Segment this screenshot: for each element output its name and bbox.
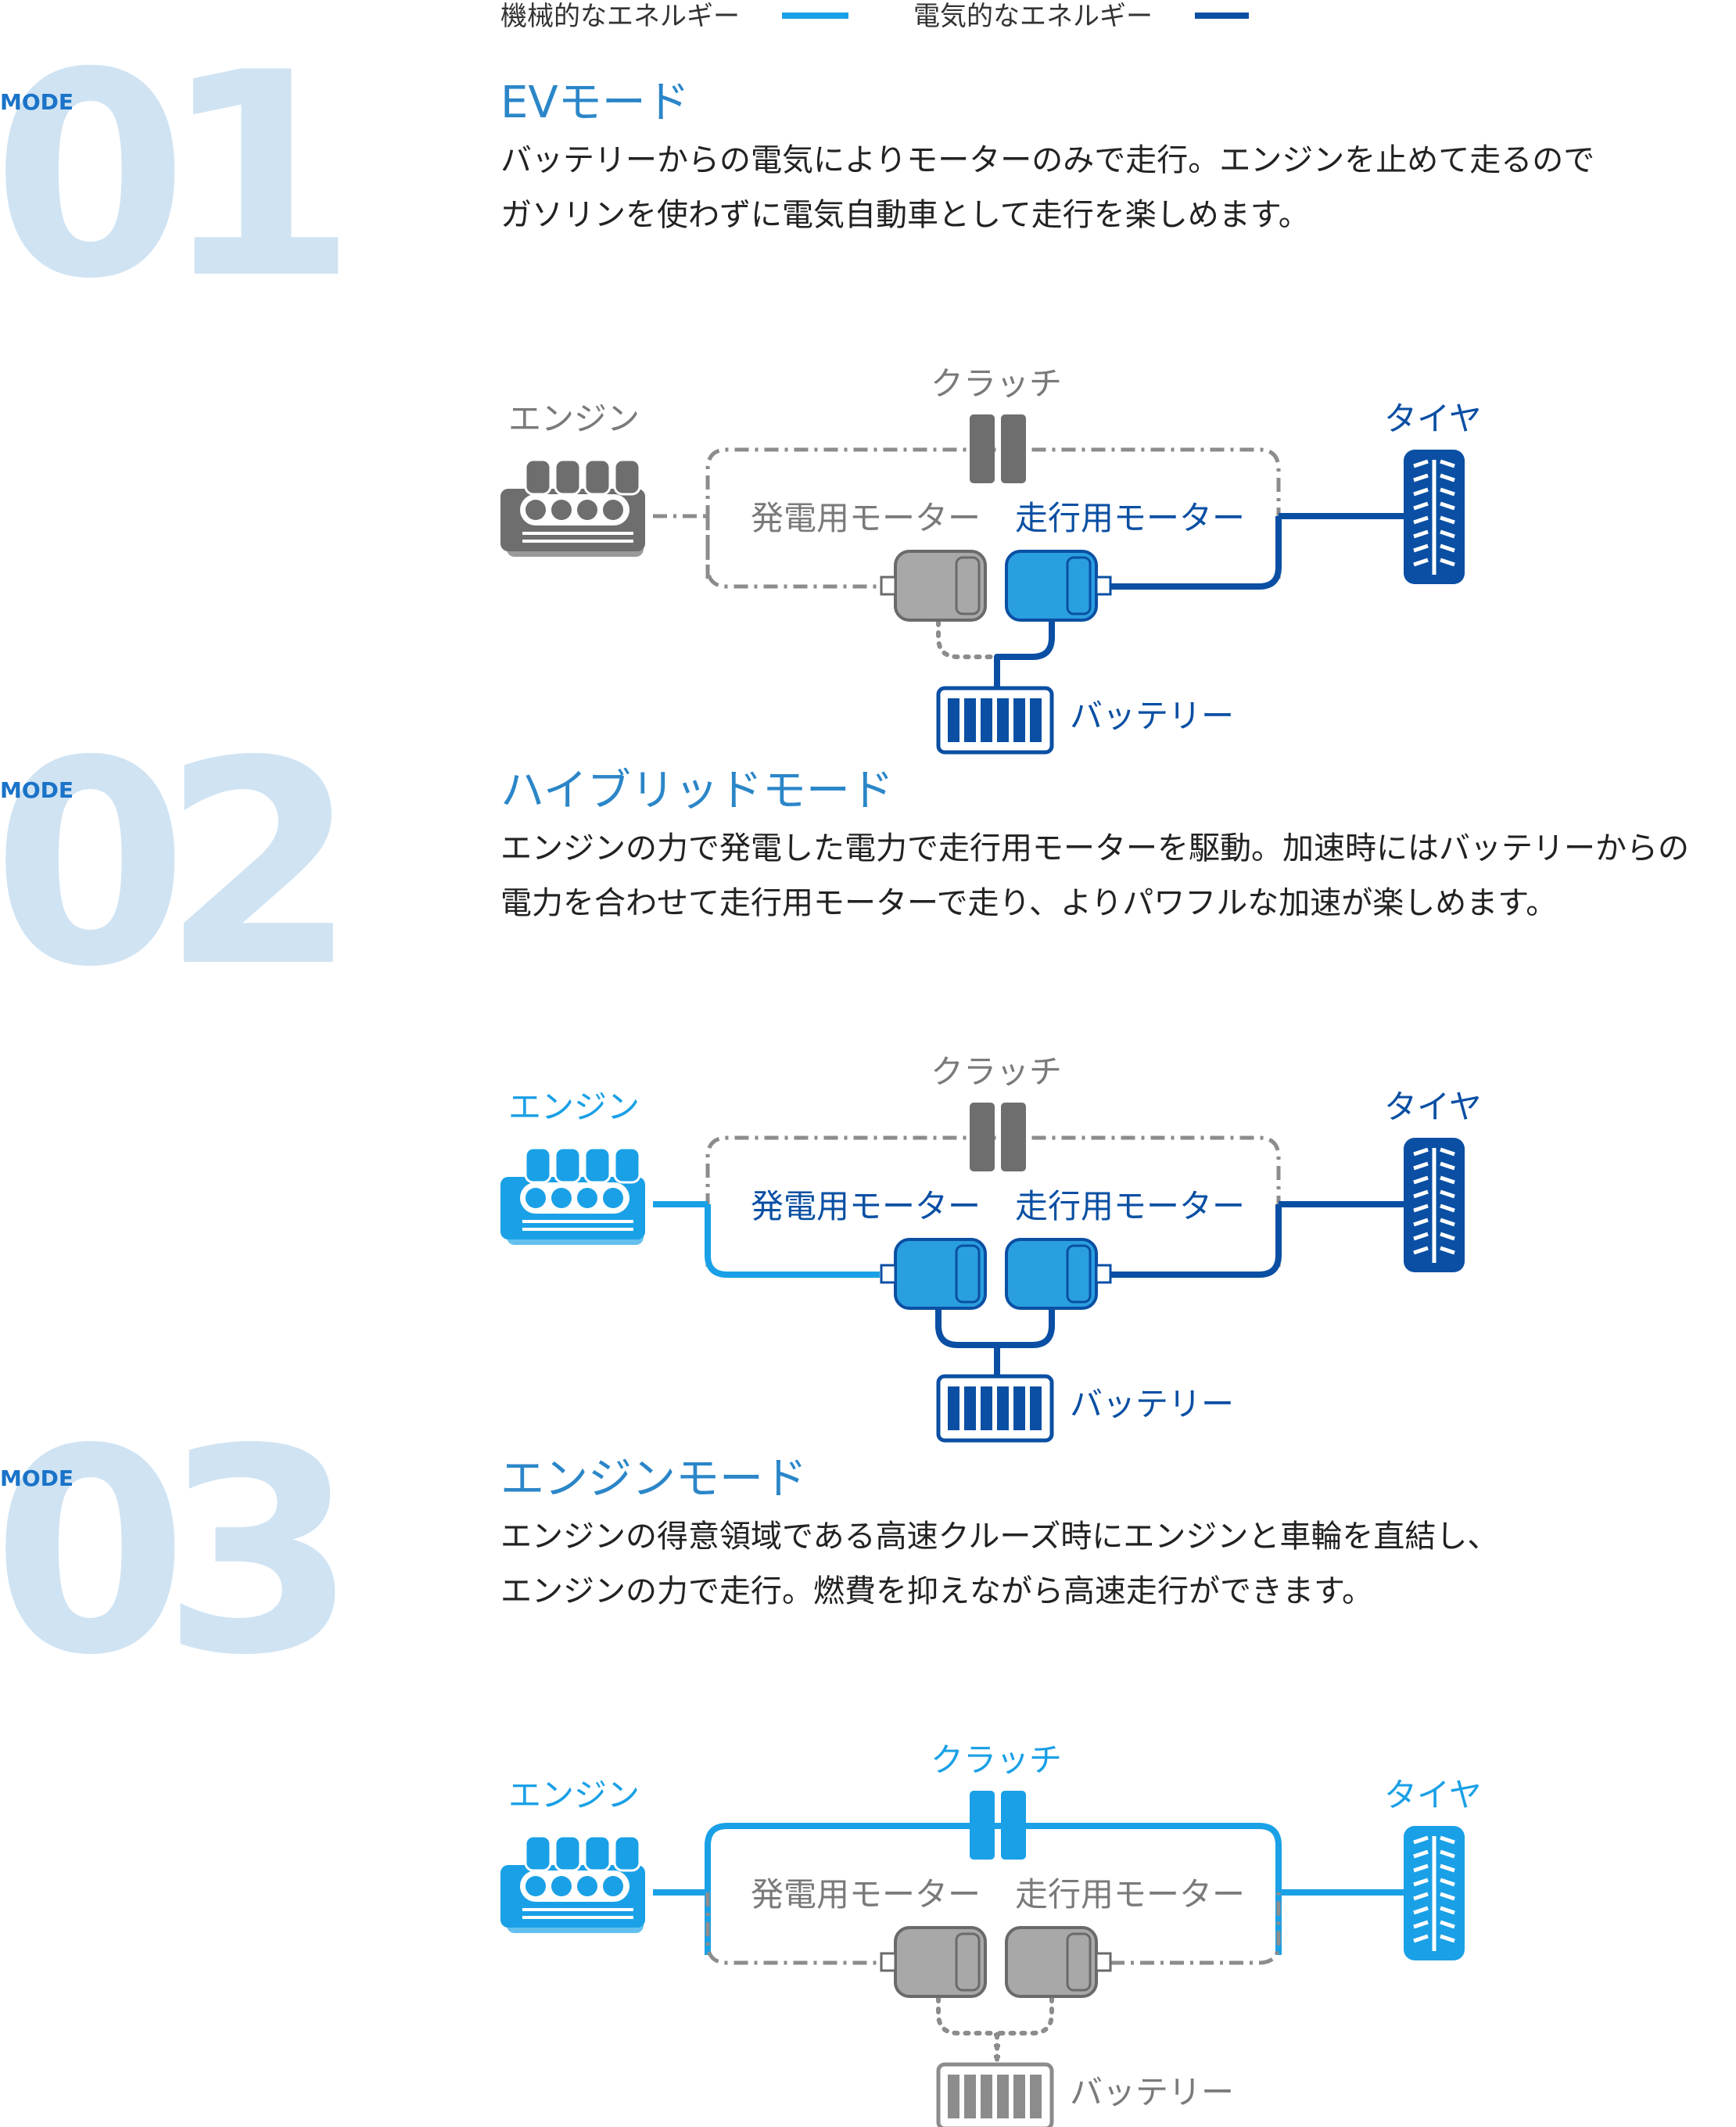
generator-shaft-line xyxy=(705,1892,880,1965)
legend-mechanical-label: 機械的なエネルギー xyxy=(500,1,740,32)
mode-label: MODE xyxy=(0,89,74,115)
drive-motor-label: 走行用モーター xyxy=(1015,499,1245,537)
drive-motor-shaft-line xyxy=(1110,1892,1281,1965)
generator-motor-label: 発電用モーター xyxy=(751,499,981,537)
engine-label: エンジン xyxy=(508,1088,640,1126)
clutch-icon xyxy=(970,1103,1026,1171)
tire-icon xyxy=(1404,1138,1465,1272)
clutch-icon xyxy=(970,1791,1026,1860)
drive-motor-shaft-line xyxy=(1110,1204,1282,1278)
engine-icon xyxy=(500,458,645,557)
powertrain-diagram: エンジン クラッチ発電用モーター走行用モーター タイヤバッテリー xyxy=(500,1053,1482,1443)
drive-motor-battery-line xyxy=(994,1307,1055,1348)
battery-label: バッテリー xyxy=(1070,2073,1234,2111)
tire-label: タイヤ xyxy=(1384,1776,1482,1814)
mode-description-line-1: バッテリーからの電気によりモーターのみで走行。エンジンを止めて走るので xyxy=(500,142,1594,178)
legend-electrical-label: 電気的なエネルギー xyxy=(913,1,1153,32)
mode-description-line-1: エンジンの得意領域である高速クルーズ時にエンジンと車輪を直結し、 xyxy=(500,1519,1498,1555)
clutch-label: クラッチ xyxy=(931,1741,1062,1779)
battery-icon xyxy=(936,686,1054,755)
drive-motor-battery-line xyxy=(995,1996,1054,2036)
drive-motor-icon xyxy=(1005,1238,1112,1310)
mode-description-line-1: エンジンの力で発電した電力で走行用モーターを駆動。加速時にはバッテリーからの xyxy=(500,830,1689,866)
mode-title: エンジンモード xyxy=(500,1454,807,1505)
engine-label: エンジン xyxy=(508,400,640,438)
generator-battery-line xyxy=(936,1996,999,2067)
mode-description-line-2: ガソリンを使わずに電気自動車として走行を楽しめます。 xyxy=(500,197,1310,233)
drive-motor-label: 走行用モーター xyxy=(1015,1875,1245,1914)
drive-motor-battery-line xyxy=(994,619,1055,660)
generator-motor-icon xyxy=(880,1238,987,1310)
mode-label: MODE xyxy=(0,777,74,803)
drive-motor-shaft-line xyxy=(1110,516,1282,590)
generator-shaft-line xyxy=(705,516,880,589)
generator-shaft-line xyxy=(705,1204,880,1278)
tire-icon xyxy=(1404,450,1465,584)
mode-title: EVモード xyxy=(500,77,690,128)
clutch-label: クラッチ xyxy=(931,1053,1062,1091)
generator-motor-icon xyxy=(880,550,987,622)
legend: 機械的なエネルギー 電気的なエネルギー xyxy=(500,1,1249,32)
generator-battery-line xyxy=(935,1307,1000,1379)
generator-motor-label: 発電用モーター xyxy=(751,1187,981,1225)
battery-icon xyxy=(936,1374,1054,1443)
clutch-icon xyxy=(970,414,1026,483)
clutch-label: クラッチ xyxy=(931,364,1062,403)
mode-number: 01 xyxy=(0,13,342,340)
drive-motor-icon xyxy=(1005,550,1112,622)
drive-motor-label: 走行用モーター xyxy=(1015,1187,1245,1225)
engine-icon xyxy=(500,1146,645,1245)
battery-label: バッテリー xyxy=(1070,1385,1234,1423)
mode-description-line-2: エンジンの力で走行。燃費を抑えながら高速走行ができます。 xyxy=(500,1573,1373,1609)
powertrain-diagram: エンジン クラッチ発電用モーター走行用モーター タイヤバッテリー xyxy=(500,364,1482,755)
battery-icon xyxy=(936,2062,1054,2127)
generator-battery-line xyxy=(936,619,999,690)
engine-label: エンジン xyxy=(508,1776,640,1814)
tire-label: タイヤ xyxy=(1384,1088,1482,1126)
mode-description-line-2: 電力を合わせて走行用モーターで走り、よりパワフルな加速が楽しめます。 xyxy=(500,885,1557,921)
mode-title: ハイブリッドモード xyxy=(500,766,894,816)
mode-label: MODE xyxy=(0,1465,74,1491)
battery-label: バッテリー xyxy=(1070,697,1234,735)
engine-icon xyxy=(500,1835,645,1933)
generator-motor-label: 発電用モーター xyxy=(751,1875,981,1914)
mode-number: 02 xyxy=(0,701,333,1028)
drive-motor-icon xyxy=(1005,1926,1112,1998)
mode-number: 03 xyxy=(0,1389,337,1716)
tire-label: タイヤ xyxy=(1384,400,1482,438)
generator-motor-icon xyxy=(880,1926,987,1998)
powertrain-diagram: エンジン クラッチ発電用モーター走行用モーター タイヤバッテリー xyxy=(500,1741,1482,2127)
tire-icon xyxy=(1404,1826,1465,1960)
